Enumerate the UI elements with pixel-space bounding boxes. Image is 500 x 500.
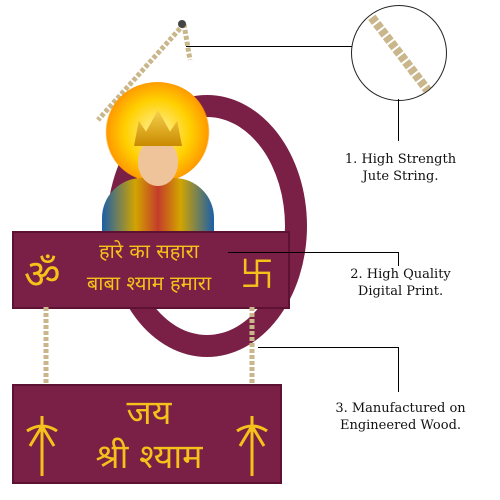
callout-1-line2: Jute String. (362, 169, 439, 184)
top-plate-line1: हारे का सहारा (99, 239, 199, 263)
jute-rope-closeup-icon (351, 5, 447, 101)
top-nameplate: ॐ हारे का सहारा बाबा श्याम हमारा 卐 (12, 231, 290, 309)
callout-2-line1: 2. High Quality (350, 267, 451, 282)
callout-3-line2: Engineered Wood. (339, 418, 462, 433)
om-symbol: ॐ (24, 252, 61, 298)
callout-3: 3. Manufactured on Engineered Wood. (318, 400, 483, 434)
callout-1-line1: 1. High Strength (344, 152, 457, 167)
callout-line-1-down (398, 99, 399, 141)
callout-3-line1: 3. Manufactured on (335, 401, 466, 416)
connecting-ropes (43, 307, 255, 387)
wall-peg (178, 20, 186, 28)
bottom-plate-line2: श्री श्याम (95, 437, 203, 477)
callout-1: 1. High Strength Jute String. (328, 151, 473, 185)
bow-and-arrow-icon (26, 416, 58, 476)
callout-line-2-down (398, 252, 399, 266)
callout-line-3-down (398, 347, 399, 392)
callout-2-line2: Digital Print. (357, 284, 444, 299)
bottom-plate-line1: जय (126, 393, 172, 433)
callout-line-2 (228, 252, 398, 253)
callout-line-1 (186, 46, 352, 47)
deity-face-graphic (138, 140, 178, 186)
swastika-symbol: 卐 (240, 255, 274, 295)
top-plate-line2: बाबा श्याम हमारा (86, 271, 212, 295)
deity-body-graphic (102, 178, 214, 238)
bow-and-arrow-icon (236, 416, 268, 476)
hanging-rope (96, 22, 193, 122)
callout-line-3 (258, 347, 398, 348)
callout-2: 2. High Quality Digital Print. (328, 266, 473, 300)
bottom-nameplate: जय श्री श्याम (12, 384, 282, 484)
